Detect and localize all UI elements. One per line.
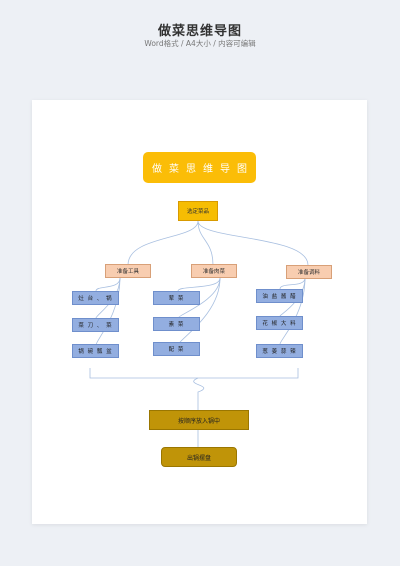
item-node: 荤 菜 xyxy=(153,291,200,305)
mindmap-title: 做菜思维导图 xyxy=(143,152,256,183)
final-node: 出锅摆盘 xyxy=(161,447,237,467)
category-ingredients: 准备肉菜 xyxy=(191,264,237,278)
item-node: 菜 刀 、 菜 xyxy=(72,318,119,332)
page-title: 做菜思维导图 xyxy=(157,24,242,39)
item-node: 素 菜 xyxy=(153,317,200,331)
category-seasonings: 准备调料 xyxy=(286,265,332,279)
page-subtitle: Word格式 / A4大小 / 内容可编辑 xyxy=(144,39,256,48)
step-node: 按顺序放入锅中 xyxy=(149,410,249,430)
item-node: 配 菜 xyxy=(153,342,200,356)
item-node: 油 盐 酱 醋 xyxy=(256,289,303,303)
item-node: 花 椒 大 料 xyxy=(256,316,303,330)
root-node: 选定菜品 xyxy=(178,201,218,221)
document-page: 做菜思维导图 选定菜品 准备工具 准备肉菜 准备调料 灶 台 、 锅 菜 刀 、… xyxy=(32,100,367,524)
item-node: 葱 姜 蒜 辣 xyxy=(256,344,303,358)
item-node: 灶 台 、 锅 xyxy=(72,291,119,305)
category-tools: 准备工具 xyxy=(105,264,151,278)
item-node: 锅 碗 瓢 盆 xyxy=(72,344,119,358)
